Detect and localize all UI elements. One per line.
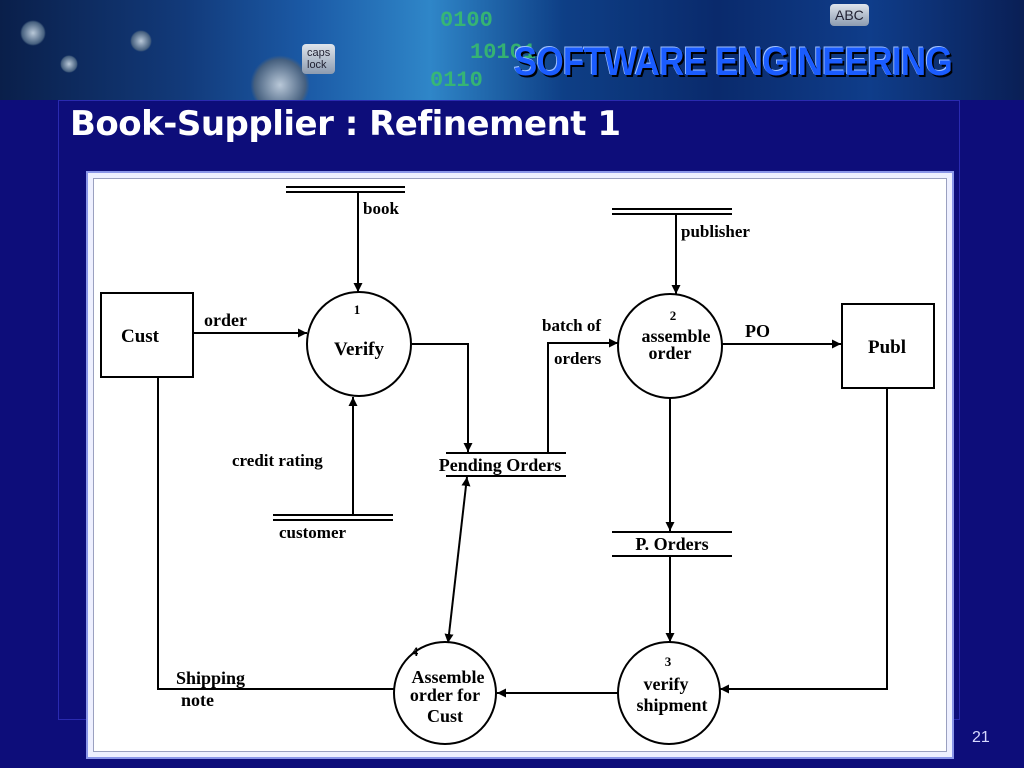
- note-label: note: [181, 690, 214, 710]
- data-store-p-orders: [612, 531, 732, 557]
- process-1-number: 1: [354, 302, 361, 317]
- circuit-chip-icon: [60, 55, 78, 73]
- slide-title: Book-Supplier : Refinement 1: [70, 104, 621, 144]
- page-number: 21: [972, 729, 990, 746]
- circuit-chip-icon: [130, 30, 152, 52]
- data-store-pending-orders: [446, 452, 566, 477]
- orders-label: orders: [554, 349, 602, 368]
- data-store-book: [286, 186, 405, 193]
- process-3-number: 3: [665, 654, 672, 669]
- data-store-customer: [273, 514, 393, 521]
- customer-label: customer: [279, 523, 346, 542]
- batch-of-label: batch of: [542, 316, 601, 335]
- flow-publ-to-verify-shipment: [720, 388, 888, 694]
- banner-title: SOFTWARE ENGINEERING: [513, 40, 953, 84]
- process-2-label-line1: assemble: [642, 326, 711, 346]
- external-entity-cust: [100, 292, 194, 378]
- circuit-chip-icon: [20, 20, 46, 46]
- binary-digits: 0110: [430, 68, 483, 93]
- pending-orders-label: Pending Orders: [439, 455, 562, 475]
- cust-label: Cust: [121, 326, 160, 347]
- process-3-label-line1: verify: [644, 674, 689, 694]
- publ-label: Publ: [868, 337, 906, 358]
- book-label: book: [363, 199, 399, 218]
- process-4-label-line1: Assemble: [412, 667, 485, 687]
- process-1-label: Verify: [334, 339, 384, 360]
- process-4-label-line3: Cust: [427, 706, 463, 726]
- flow-shipping-note: [157, 377, 394, 690]
- process-3-label-line2: shipment: [636, 695, 707, 715]
- binary-digits: 10101: [470, 40, 537, 65]
- process-2-number: 2: [670, 308, 677, 323]
- po-label: PO: [745, 321, 770, 341]
- process-2-label-line2: order: [649, 343, 692, 363]
- process-4-number: 4: [412, 644, 419, 659]
- cd-disc-icon: [250, 55, 310, 100]
- data-store-publisher: [612, 208, 732, 215]
- external-entity-publ: [841, 303, 935, 389]
- publisher-label: publisher: [681, 222, 750, 241]
- order-flow-label: order: [204, 310, 247, 330]
- shipping-label: Shipping: [176, 668, 245, 688]
- flow-verify-to-pending: [412, 343, 473, 452]
- flow-pending-orders-bidirectional: [444, 476, 471, 644]
- process-4-label-line2: order for: [410, 685, 480, 705]
- binary-digits: 0100: [440, 8, 493, 33]
- flow-batch-of-orders: [547, 338, 618, 453]
- credit-rating-label: credit rating: [232, 451, 323, 470]
- keyboard-key-abc: ABC: [830, 4, 869, 26]
- p-orders-label: P. Orders: [635, 534, 708, 554]
- diagram-canvas: [93, 178, 947, 752]
